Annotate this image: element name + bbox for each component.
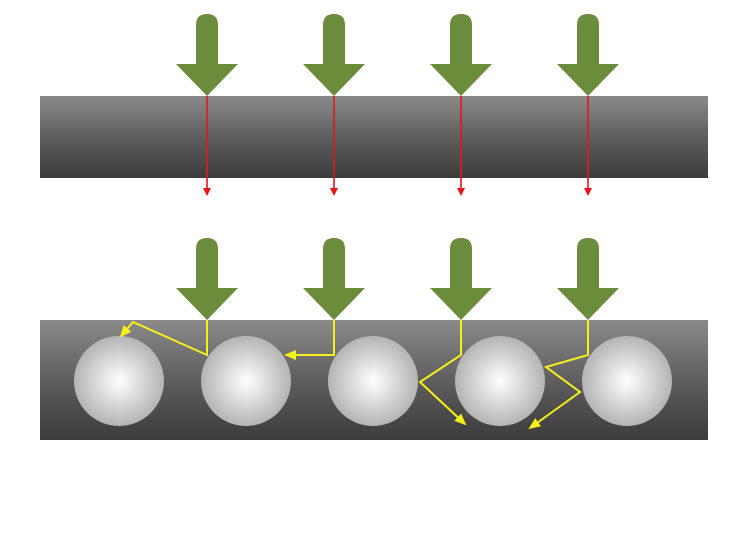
clear-slab-panel — [40, 14, 708, 196]
scattered-ray-4 — [528, 320, 589, 430]
particle-4 — [455, 336, 545, 426]
scattered-ray-3 — [418, 320, 467, 426]
clear-slab — [40, 96, 708, 178]
particle-2 — [201, 336, 291, 426]
particle-5 — [582, 336, 672, 426]
incident-arrow-bottom-4 — [557, 238, 619, 320]
scattered-ray-2 — [284, 320, 335, 360]
particle-3 — [328, 336, 418, 426]
incident-arrow-bottom-3 — [430, 238, 492, 320]
scattering-slab-panel — [40, 238, 708, 440]
incident-arrow-top-1 — [176, 14, 238, 96]
incident-arrow-top-3 — [430, 14, 492, 96]
incident-arrow-bottom-1 — [176, 238, 238, 320]
scattered-ray-1 — [119, 320, 208, 357]
incident-arrow-bottom-2 — [303, 238, 365, 320]
particle-1 — [74, 336, 164, 426]
incident-arrow-top-2 — [303, 14, 365, 96]
incident-arrow-top-4 — [557, 14, 619, 96]
